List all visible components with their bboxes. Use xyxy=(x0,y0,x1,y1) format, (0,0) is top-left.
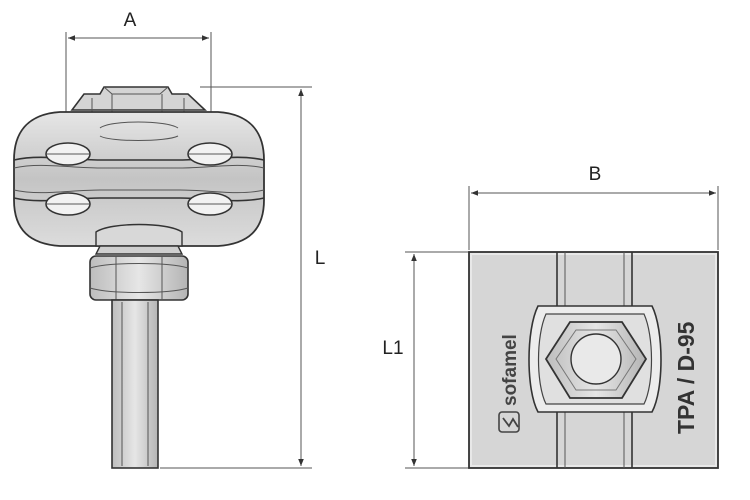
hex-nut xyxy=(89,245,189,301)
brand-text: sofamel xyxy=(500,334,521,406)
model-marking: TPA / D-95 xyxy=(673,321,699,434)
sofamel-logo: sofamel xyxy=(498,334,521,433)
dimension-b-label: B xyxy=(589,164,602,185)
dimension-l-label: L xyxy=(315,248,326,269)
front-view: B L1 sofam xyxy=(382,164,719,469)
dimension-l1: L1 xyxy=(382,251,469,469)
dimension-l1-label: L1 xyxy=(382,338,403,359)
bolt-shank xyxy=(111,299,159,469)
dimension-b: B xyxy=(468,164,719,250)
top-cap xyxy=(70,86,208,120)
dimension-l: L xyxy=(160,86,326,469)
clamp-body xyxy=(13,111,265,247)
dimension-a-label: A xyxy=(124,10,137,31)
bolt-head xyxy=(528,305,662,413)
side-view: A L xyxy=(13,10,326,469)
